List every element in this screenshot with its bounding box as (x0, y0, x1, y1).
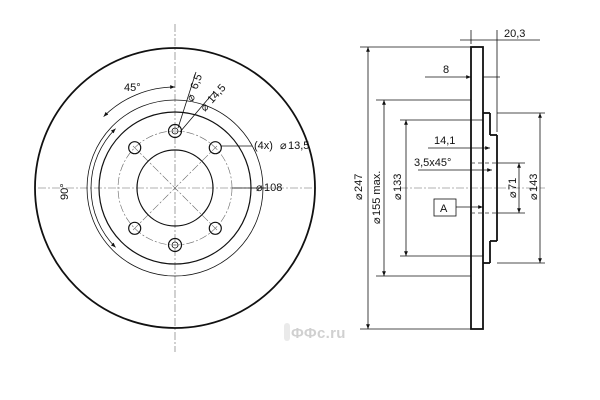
pcd-label: 108 (264, 182, 282, 194)
disc-thickness-label: 8 (443, 64, 449, 76)
small-hole-top-seat (167, 123, 183, 139)
total-width-label: 20,3 (504, 28, 525, 40)
center-bore-circle (136, 149, 214, 227)
angle-90-arc (90, 128, 116, 248)
hat-depth-label: 14,1 (434, 135, 455, 147)
section-view: 20,3 8 14,1 3,5x45° A ⌀ 247 ⌀ 155 max. ⌀ (353, 28, 545, 330)
watermark-text: ФФc.ru (291, 325, 346, 342)
bolt-hole (208, 141, 222, 155)
chamfer-label: 3,5x45° (414, 157, 451, 169)
mount-face-dia-symbol: ⌀ (528, 193, 540, 200)
hat-dia-label: 133 (392, 174, 404, 192)
leader-hole-small (177, 71, 197, 129)
watermark-logo (284, 323, 290, 341)
disc-outer-circle (34, 47, 316, 329)
pcd-dia-symbol: ⌀ (256, 182, 263, 194)
hole-seat-label: 14,5 (205, 82, 228, 106)
outer-dia-label: 247 (353, 174, 365, 192)
bolt-hole-dia-symbol: ⌀ (280, 140, 287, 152)
small-hole-bottom (171, 241, 179, 249)
bolt-holes-count-label: (4x) (254, 140, 273, 152)
bolt-hole-dia-label: 13,5 (288, 140, 309, 152)
bolt-hole (128, 221, 142, 235)
diagonal-center-line-2 (132, 145, 218, 231)
hat-dia-symbol: ⌀ (392, 193, 404, 200)
angle-90-label: 90° (59, 183, 71, 200)
friction-inner-dia-symbol: ⌀ (371, 217, 383, 224)
leader-hole-seat (179, 91, 215, 133)
hole-small-label: 6,5 (189, 73, 206, 91)
friction-inner-dia-label: 155 max. (371, 171, 383, 216)
center-bore-dia-label: 71 (507, 178, 519, 190)
angle-45-arc (103, 85, 176, 117)
center-bore-dia-symbol: ⌀ (507, 191, 519, 198)
datum-label: A (440, 203, 448, 215)
angle-45-label: 45° (124, 82, 141, 94)
bolt-hole (208, 221, 222, 235)
small-hole-top (171, 127, 179, 135)
hole-small-dia-symbol: ⌀ (185, 92, 199, 103)
bolt-hole (128, 141, 142, 155)
front-view: 45° 90° ⌀ 6,5 ⌀ 14,5 (4x) ⌀ 13,5 ⌀ 108 (34, 24, 318, 352)
datum-box (433, 198, 457, 217)
mount-face-dia-label: 143 (528, 174, 540, 192)
small-hole-bottom-seat (167, 237, 183, 253)
outer-dia-symbol: ⌀ (353, 193, 365, 200)
